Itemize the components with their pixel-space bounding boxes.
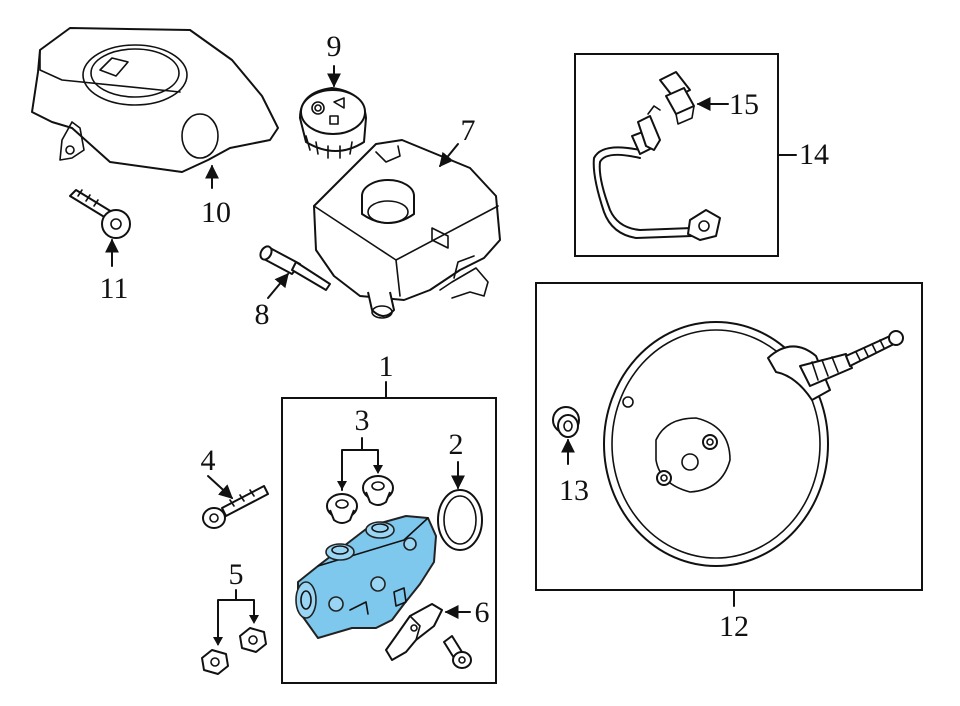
callout-12: 12 <box>719 610 749 643</box>
brake-fluid-reservoir[interactable] <box>313 139 501 319</box>
leader-lines <box>105 65 797 646</box>
reservoir-cover[interactable] <box>31 27 279 173</box>
master-cylinder-group[interactable] <box>281 397 497 684</box>
reservoir-grommets[interactable] <box>326 475 394 524</box>
callout-10: 10 <box>201 196 231 229</box>
callout-8: 8 <box>255 298 270 331</box>
callout-14: 14 <box>799 138 829 171</box>
callout-15: 15 <box>729 88 759 121</box>
callout-9: 9 <box>327 30 342 63</box>
callout-3: 3 <box>355 404 370 437</box>
callout-6: 6 <box>475 596 490 629</box>
callout-1: 1 <box>379 350 394 383</box>
reservoir-pin[interactable] <box>258 244 331 291</box>
master-cylinder[interactable] <box>295 515 437 639</box>
callout-5: 5 <box>229 558 244 591</box>
cylinder-mounting-bolt[interactable] <box>202 485 269 529</box>
sensor-harness-group[interactable] <box>574 53 779 257</box>
booster-group-box <box>535 282 923 591</box>
master-cylinder-box <box>281 397 497 684</box>
mounting-bracket[interactable] <box>385 603 443 661</box>
callout-numbers: 1 2 3 4 5 6 7 8 9 10 11 12 13 14 15 <box>100 30 829 643</box>
callout-7: 7 <box>461 114 476 147</box>
callout-11: 11 <box>100 272 129 305</box>
booster-grommet[interactable] <box>552 406 580 438</box>
cover-bolt[interactable] <box>69 189 131 239</box>
reservoir-cap[interactable] <box>299 87 367 159</box>
cylinder-nuts[interactable] <box>201 627 267 675</box>
callout-4: 4 <box>201 444 216 477</box>
callout-2: 2 <box>449 428 464 461</box>
brake-booster-group[interactable] <box>535 282 923 591</box>
callout-13: 13 <box>559 474 589 507</box>
seal-ring[interactable] <box>437 489 483 551</box>
bracket-bolt[interactable] <box>443 635 472 669</box>
